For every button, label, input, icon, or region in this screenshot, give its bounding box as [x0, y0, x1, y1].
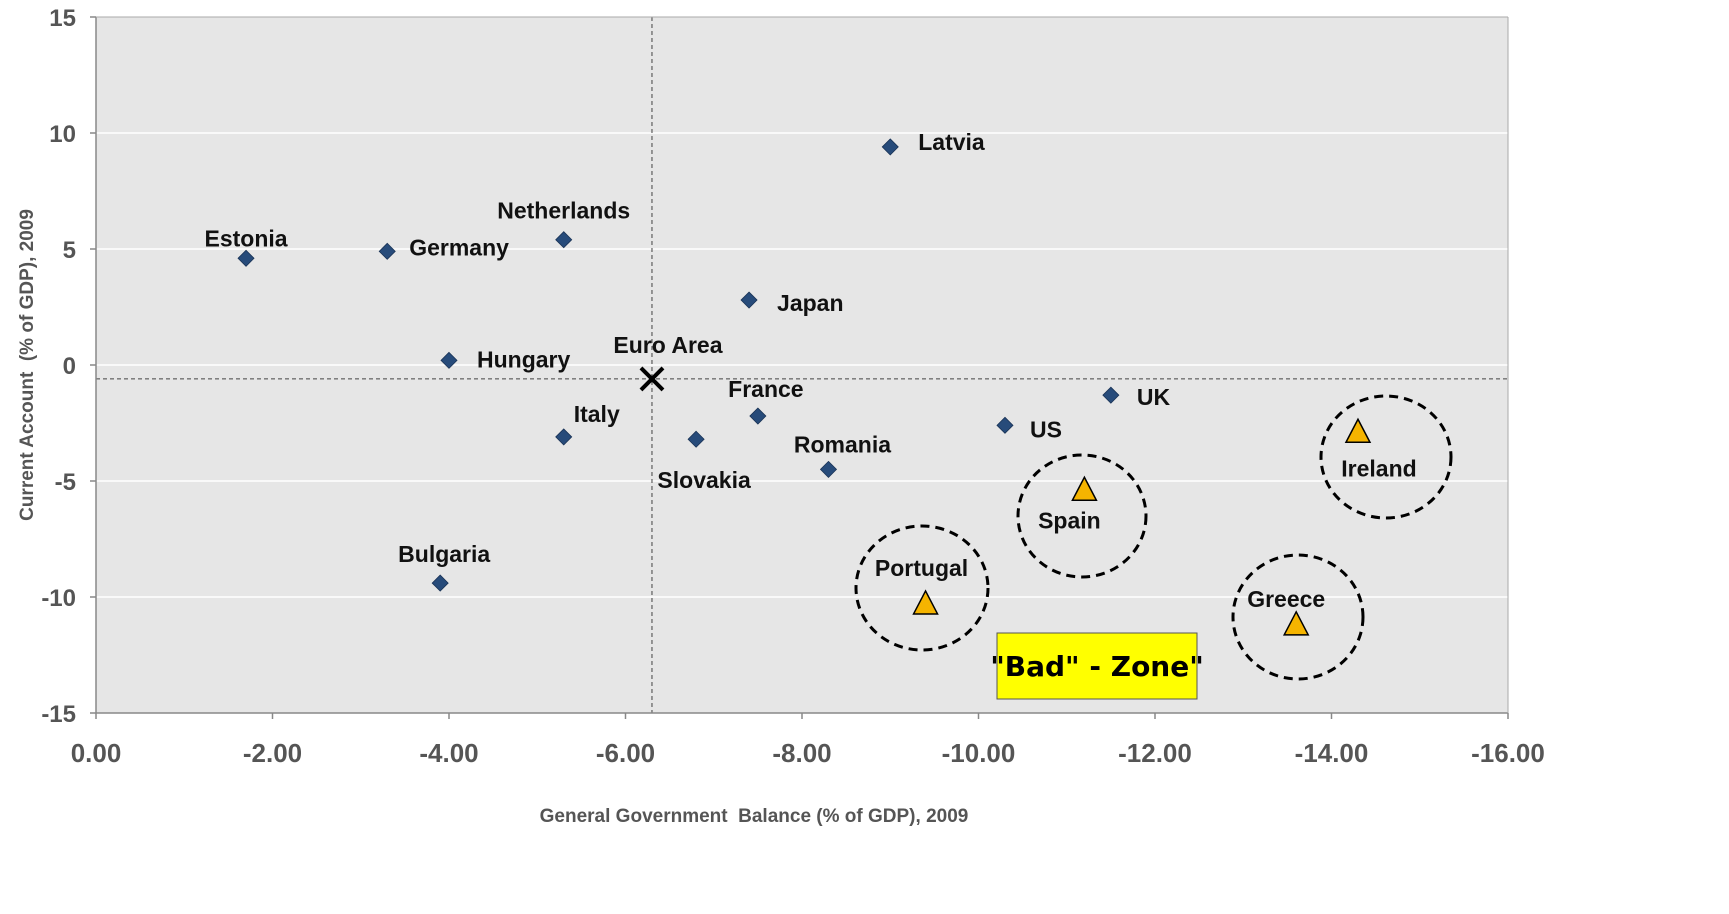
highlight-circle-portugal — [854, 524, 990, 652]
point-japan — [740, 291, 758, 309]
point-ireland — [1344, 417, 1372, 444]
x-tick-label: -14.00 — [1295, 738, 1369, 768]
label-romania: Romania — [794, 431, 891, 457]
bad-zone-annotation: "Bad" - Zone" — [990, 632, 1204, 700]
point-portugal — [912, 589, 939, 615]
x-tick-labels: 0.00 -2.00 -4.00 -6.00 -8.00 -10.00 -12.00 -14.… — [71, 738, 1545, 768]
x-tick-label: -12.00 — [1118, 738, 1192, 768]
point-estonia — [237, 249, 255, 267]
x-tick-label: -4.00 — [419, 738, 478, 768]
gridlines — [96, 132, 1508, 598]
label-france: France — [728, 376, 803, 402]
label-portugal: Portugal — [875, 555, 968, 581]
point-bulgaria — [431, 574, 449, 592]
label-netherlands: Netherlands — [497, 198, 630, 224]
axes — [90, 16, 1509, 719]
point-uk — [1102, 386, 1120, 404]
point-euro-area — [639, 366, 665, 392]
label-euro-area: Euro Area — [613, 332, 722, 358]
y-tick-label: 10 — [49, 121, 76, 148]
point-us — [996, 416, 1014, 434]
label-spain: Spain — [1038, 507, 1101, 533]
label-hungary: Hungary — [477, 346, 571, 372]
y-tick-label: -15 — [41, 701, 76, 728]
y-tick-label: 0 — [63, 353, 76, 380]
label-japan: Japan — [777, 290, 843, 316]
x-tick-label: -8.00 — [772, 738, 831, 768]
x-tick-label: -16.00 — [1471, 738, 1545, 768]
y-tick-label: -10 — [41, 585, 76, 612]
label-us: US — [1030, 416, 1062, 442]
x-tick-label: 0.00 — [71, 738, 122, 768]
highlight-circle-spain — [1016, 453, 1148, 579]
point-latvia — [881, 138, 899, 156]
bad-zone-label: "Bad" - Zone" — [990, 650, 1204, 683]
label-italy: Italy — [574, 401, 620, 427]
point-france — [749, 407, 767, 425]
label-ireland: Ireland — [1341, 455, 1416, 481]
y-tick-label: 5 — [63, 237, 76, 264]
label-uk: UK — [1137, 384, 1171, 410]
label-bulgaria: Bulgaria — [398, 541, 490, 567]
label-germany: Germany — [409, 234, 509, 260]
point-spain — [1071, 475, 1098, 502]
y-tick-label: -5 — [55, 469, 76, 496]
x-stroke — [639, 366, 665, 392]
label-latvia: Latvia — [918, 129, 985, 155]
point-hungary — [440, 351, 458, 369]
point-netherlands — [555, 231, 573, 249]
x-axis-title: General Government Balance (% of GDP), 2… — [540, 806, 969, 827]
point-romania — [819, 460, 838, 478]
x-tick-label: -6.00 — [596, 738, 655, 768]
point-slovakia — [687, 430, 705, 448]
point-greece — [1282, 610, 1310, 636]
y-tick-labels: 15 10 5 0 -5 -10 -15 — [41, 5, 76, 728]
label-slovakia: Slovakia — [657, 467, 751, 493]
highlight-circle-ireland — [1319, 394, 1453, 520]
label-greece: Greece — [1247, 586, 1325, 612]
point-germany — [378, 242, 396, 260]
x-tick-label: -2.00 — [243, 738, 302, 768]
x-tick-label: -10.00 — [942, 738, 1016, 768]
y-tick-label: 15 — [49, 5, 76, 32]
highlight-circles — [854, 394, 1453, 681]
reference-lines — [96, 17, 1508, 713]
point-labels: Estonia Germany Netherlands LatviaJapanHung… — [204, 129, 1416, 612]
point-italy — [555, 428, 573, 446]
label-estonia: Estonia — [204, 225, 287, 251]
highlight-circle-greece — [1231, 553, 1365, 681]
y-axis-title: Current Account (% of GDP), 2009 — [17, 209, 38, 521]
bad-zone-box — [996, 632, 1198, 700]
data-points — [237, 138, 1372, 636]
